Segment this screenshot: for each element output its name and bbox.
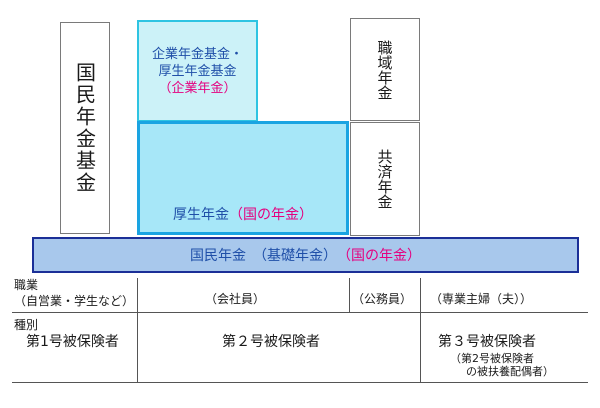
mutual-aid-pension-box: 共済年金 (350, 122, 420, 236)
national-pension-bar-label: 国民年金 （基礎年金） (190, 248, 337, 264)
welfare-pension-paren: （国の年金） (229, 207, 313, 223)
occupation-self-employed: （自営業・学生など） (14, 294, 135, 308)
national-pension-bar: 国民年金 （基礎年金）（国の年金） (32, 237, 579, 273)
mutual-aid-pension-label: 共済年金 (375, 149, 394, 209)
table-divider-2 (349, 278, 350, 312)
insured-type-3-note1: （第2号被保険者 (450, 352, 534, 365)
insured-type-3-note2: の被扶養配偶者） (466, 365, 554, 378)
welfare-pension-box: 厚生年金（国の年金） (137, 121, 349, 235)
corporate-pension-fund-box: 企業年金基金・ 厚生年金基金 （企業年金） (137, 20, 258, 122)
insured-type-3: 第３号被保険者 (438, 334, 536, 350)
welfare-pension-label: 厚生年金 (173, 207, 229, 223)
table-line-bottom (12, 382, 588, 383)
occupation-label: 職業 (14, 278, 39, 292)
insured-type-1: 第1号被保険者 (26, 334, 119, 350)
table-divider-1 (137, 278, 138, 382)
category-label: 種別 (14, 318, 39, 332)
national-pension-fund-box: 国民年金基金 (60, 22, 110, 234)
occupational-pension-box: 職域年金 (350, 18, 420, 121)
corporate-fund-line3: （企業年金） (158, 80, 237, 96)
national-pension-bar-paren: （国の年金） (337, 248, 421, 264)
occupation-public-servant: （公務員） (352, 292, 413, 306)
occupational-pension-label: 職域年金 (375, 39, 394, 100)
national-pension-fund-label: 国民年金基金 (72, 62, 97, 194)
corporate-fund-line2: 厚生年金基金 (158, 63, 237, 79)
table-line-top (12, 312, 588, 313)
table-divider-3 (420, 278, 421, 382)
occupation-company-employee: （会社員） (205, 292, 266, 306)
corporate-fund-line1: 企業年金基金・ (151, 46, 243, 62)
insured-type-2: 第２号被保険者 (222, 334, 320, 350)
occupation-homemaker: （専業主婦（夫）） (430, 292, 533, 306)
